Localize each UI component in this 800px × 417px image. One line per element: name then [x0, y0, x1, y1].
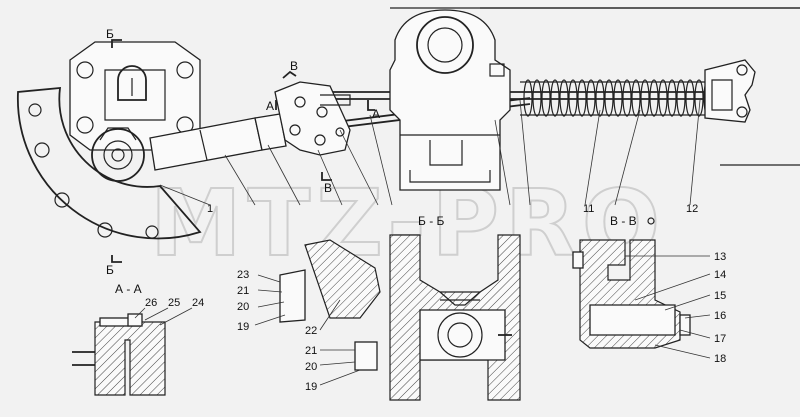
spring-coil	[694, 79, 704, 117]
callout-24: 24	[192, 297, 204, 309]
section-aa-drawing	[72, 313, 166, 396]
cut-mark-b-top: Б	[106, 27, 114, 41]
callout-19a: 19	[237, 321, 249, 333]
leaders-vv	[625, 255, 711, 359]
spring-coil	[667, 79, 677, 117]
spring-coil	[568, 79, 578, 117]
leaders-aa	[134, 307, 193, 326]
cut-marks: Б Б В В А А	[106, 27, 380, 277]
spring-coil	[658, 79, 668, 117]
callout-20a: 20	[237, 301, 249, 313]
callout-14: 14	[714, 269, 726, 281]
section-title-aa: А - А	[115, 282, 142, 296]
spring-coil	[559, 79, 569, 117]
callout-11: 11	[583, 203, 594, 215]
callout-13: 13	[714, 251, 726, 263]
spring-coil	[640, 79, 650, 117]
spring-coil	[649, 79, 659, 117]
spring-coil	[577, 79, 587, 117]
housing-outline	[390, 7, 800, 166]
spring-coil	[604, 79, 614, 117]
section-bb-drawing	[279, 234, 521, 401]
spring-coil	[631, 79, 641, 117]
callout-18: 18	[714, 353, 726, 365]
leaders-top	[159, 99, 701, 206]
callout-15: 15	[714, 290, 726, 302]
cut-mark-b-bottom: Б	[106, 263, 114, 277]
bracket-plate	[69, 41, 201, 151]
callout-23: 23	[237, 269, 249, 281]
section-title-vv: В - В	[610, 214, 637, 228]
callout-25: 25	[168, 297, 180, 309]
lever-hub	[91, 127, 145, 182]
valve-block	[274, 81, 351, 156]
spring-coil	[622, 79, 632, 117]
spring-coil	[685, 79, 695, 117]
callout-12: 12	[686, 203, 698, 215]
coil-spring	[520, 79, 720, 117]
spring-coil	[532, 79, 542, 117]
spring-coil	[613, 79, 623, 117]
pump-housing	[389, 9, 511, 191]
spring-coil	[523, 79, 533, 117]
spring-coil	[676, 79, 686, 117]
callout-20b: 20	[305, 361, 317, 373]
cut-mark-v-bottom: В	[324, 181, 332, 195]
cut-mark-a-right: А	[372, 107, 380, 121]
spring-coil	[595, 79, 605, 117]
section-title-bb: Б - Б	[418, 214, 445, 228]
cut-mark-v-top: В	[290, 59, 298, 73]
end-bracket	[704, 59, 756, 123]
callout-16: 16	[714, 310, 726, 322]
callout-19b: 19	[305, 381, 317, 393]
sector-disc	[16, 86, 202, 240]
callout-21a: 21	[237, 285, 249, 297]
cut-mark-a-left: А	[266, 99, 274, 113]
section-vv-drawing	[572, 239, 691, 349]
callout-17: 17	[714, 333, 726, 345]
callout-21b: 21	[305, 345, 317, 357]
spring-coil	[586, 79, 596, 117]
callout-22: 22	[305, 325, 317, 337]
spring-coil	[550, 79, 560, 117]
callout-1: 1	[207, 203, 213, 215]
section-vv-marker	[647, 217, 655, 225]
leaders-bb	[254, 274, 361, 386]
callout-26: 26	[145, 297, 157, 309]
spring-coil	[541, 79, 551, 117]
